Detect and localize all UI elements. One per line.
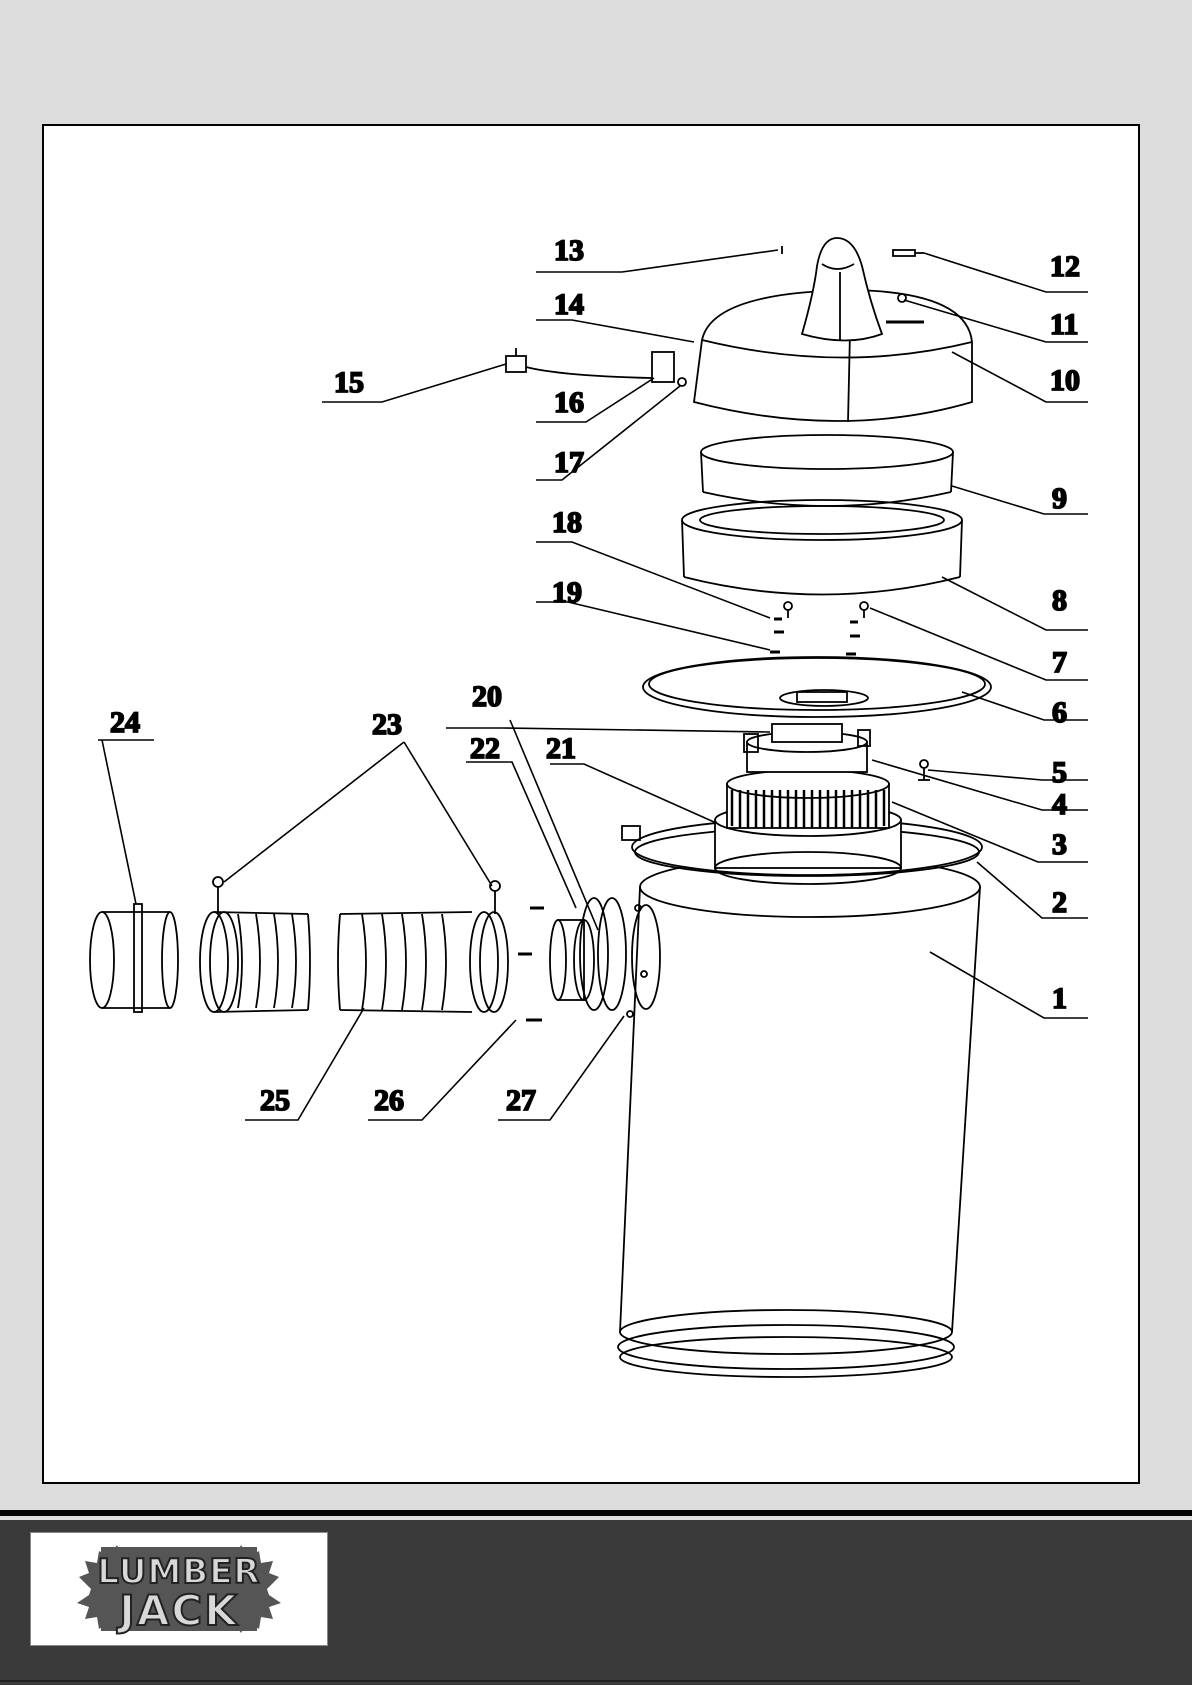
label-3: 3 <box>1052 828 1067 861</box>
label-15: 15 <box>334 366 364 399</box>
footer-divider <box>0 1510 1192 1516</box>
label-14: 14 <box>554 288 584 321</box>
label-22: 22 <box>470 732 500 765</box>
label-24: 24 <box>110 706 140 739</box>
drum-part <box>618 857 980 1377</box>
label-16: 16 <box>554 386 584 419</box>
handle-part <box>802 238 882 341</box>
label-2: 2 <box>1052 886 1067 919</box>
label-20: 20 <box>472 680 502 713</box>
diagram-frame: 1 2 3 4 5 6 7 8 9 10 11 12 13 14 15 16 1… <box>42 124 1140 1484</box>
footer-bottom-line <box>0 1680 1080 1682</box>
label-11: 11 <box>1050 308 1078 341</box>
filter-ring-part <box>682 500 962 595</box>
hose-part-25 <box>200 912 508 1012</box>
label-19: 19 <box>552 576 582 609</box>
screws-part <box>770 602 868 654</box>
motor-fins-part <box>727 770 889 828</box>
foam-filter-part <box>701 435 953 506</box>
label-5: 5 <box>1052 756 1067 789</box>
logo-jack: JACK <box>116 1586 239 1635</box>
label-17: 17 <box>554 446 584 479</box>
label-18: 18 <box>552 506 582 539</box>
label-25: 25 <box>260 1084 290 1117</box>
label-27: 27 <box>506 1084 536 1117</box>
label-21: 21 <box>546 732 576 765</box>
label-4: 4 <box>1052 788 1067 821</box>
cable-part <box>506 348 686 386</box>
label-26: 26 <box>374 1084 404 1117</box>
label-1: 1 <box>1052 982 1067 1015</box>
label-7: 7 <box>1052 646 1067 679</box>
clamp-screws-part-23 <box>213 877 500 914</box>
label-10: 10 <box>1050 364 1080 397</box>
adapter-part-24 <box>90 904 178 1012</box>
label-6: 6 <box>1052 696 1067 729</box>
label-12: 12 <box>1050 250 1080 283</box>
label-23: 23 <box>372 708 402 741</box>
plate-part <box>643 657 991 717</box>
exploded-parts-diagram: 1 2 3 4 5 6 7 8 9 10 11 12 13 14 15 16 1… <box>44 126 1138 1482</box>
logo-box: LUMBER JACK <box>30 1532 328 1646</box>
lumberjack-logo: LUMBER JACK <box>31 1533 327 1645</box>
label-8: 8 <box>1052 584 1067 617</box>
label-9: 9 <box>1052 482 1067 515</box>
label-13: 13 <box>554 234 584 267</box>
